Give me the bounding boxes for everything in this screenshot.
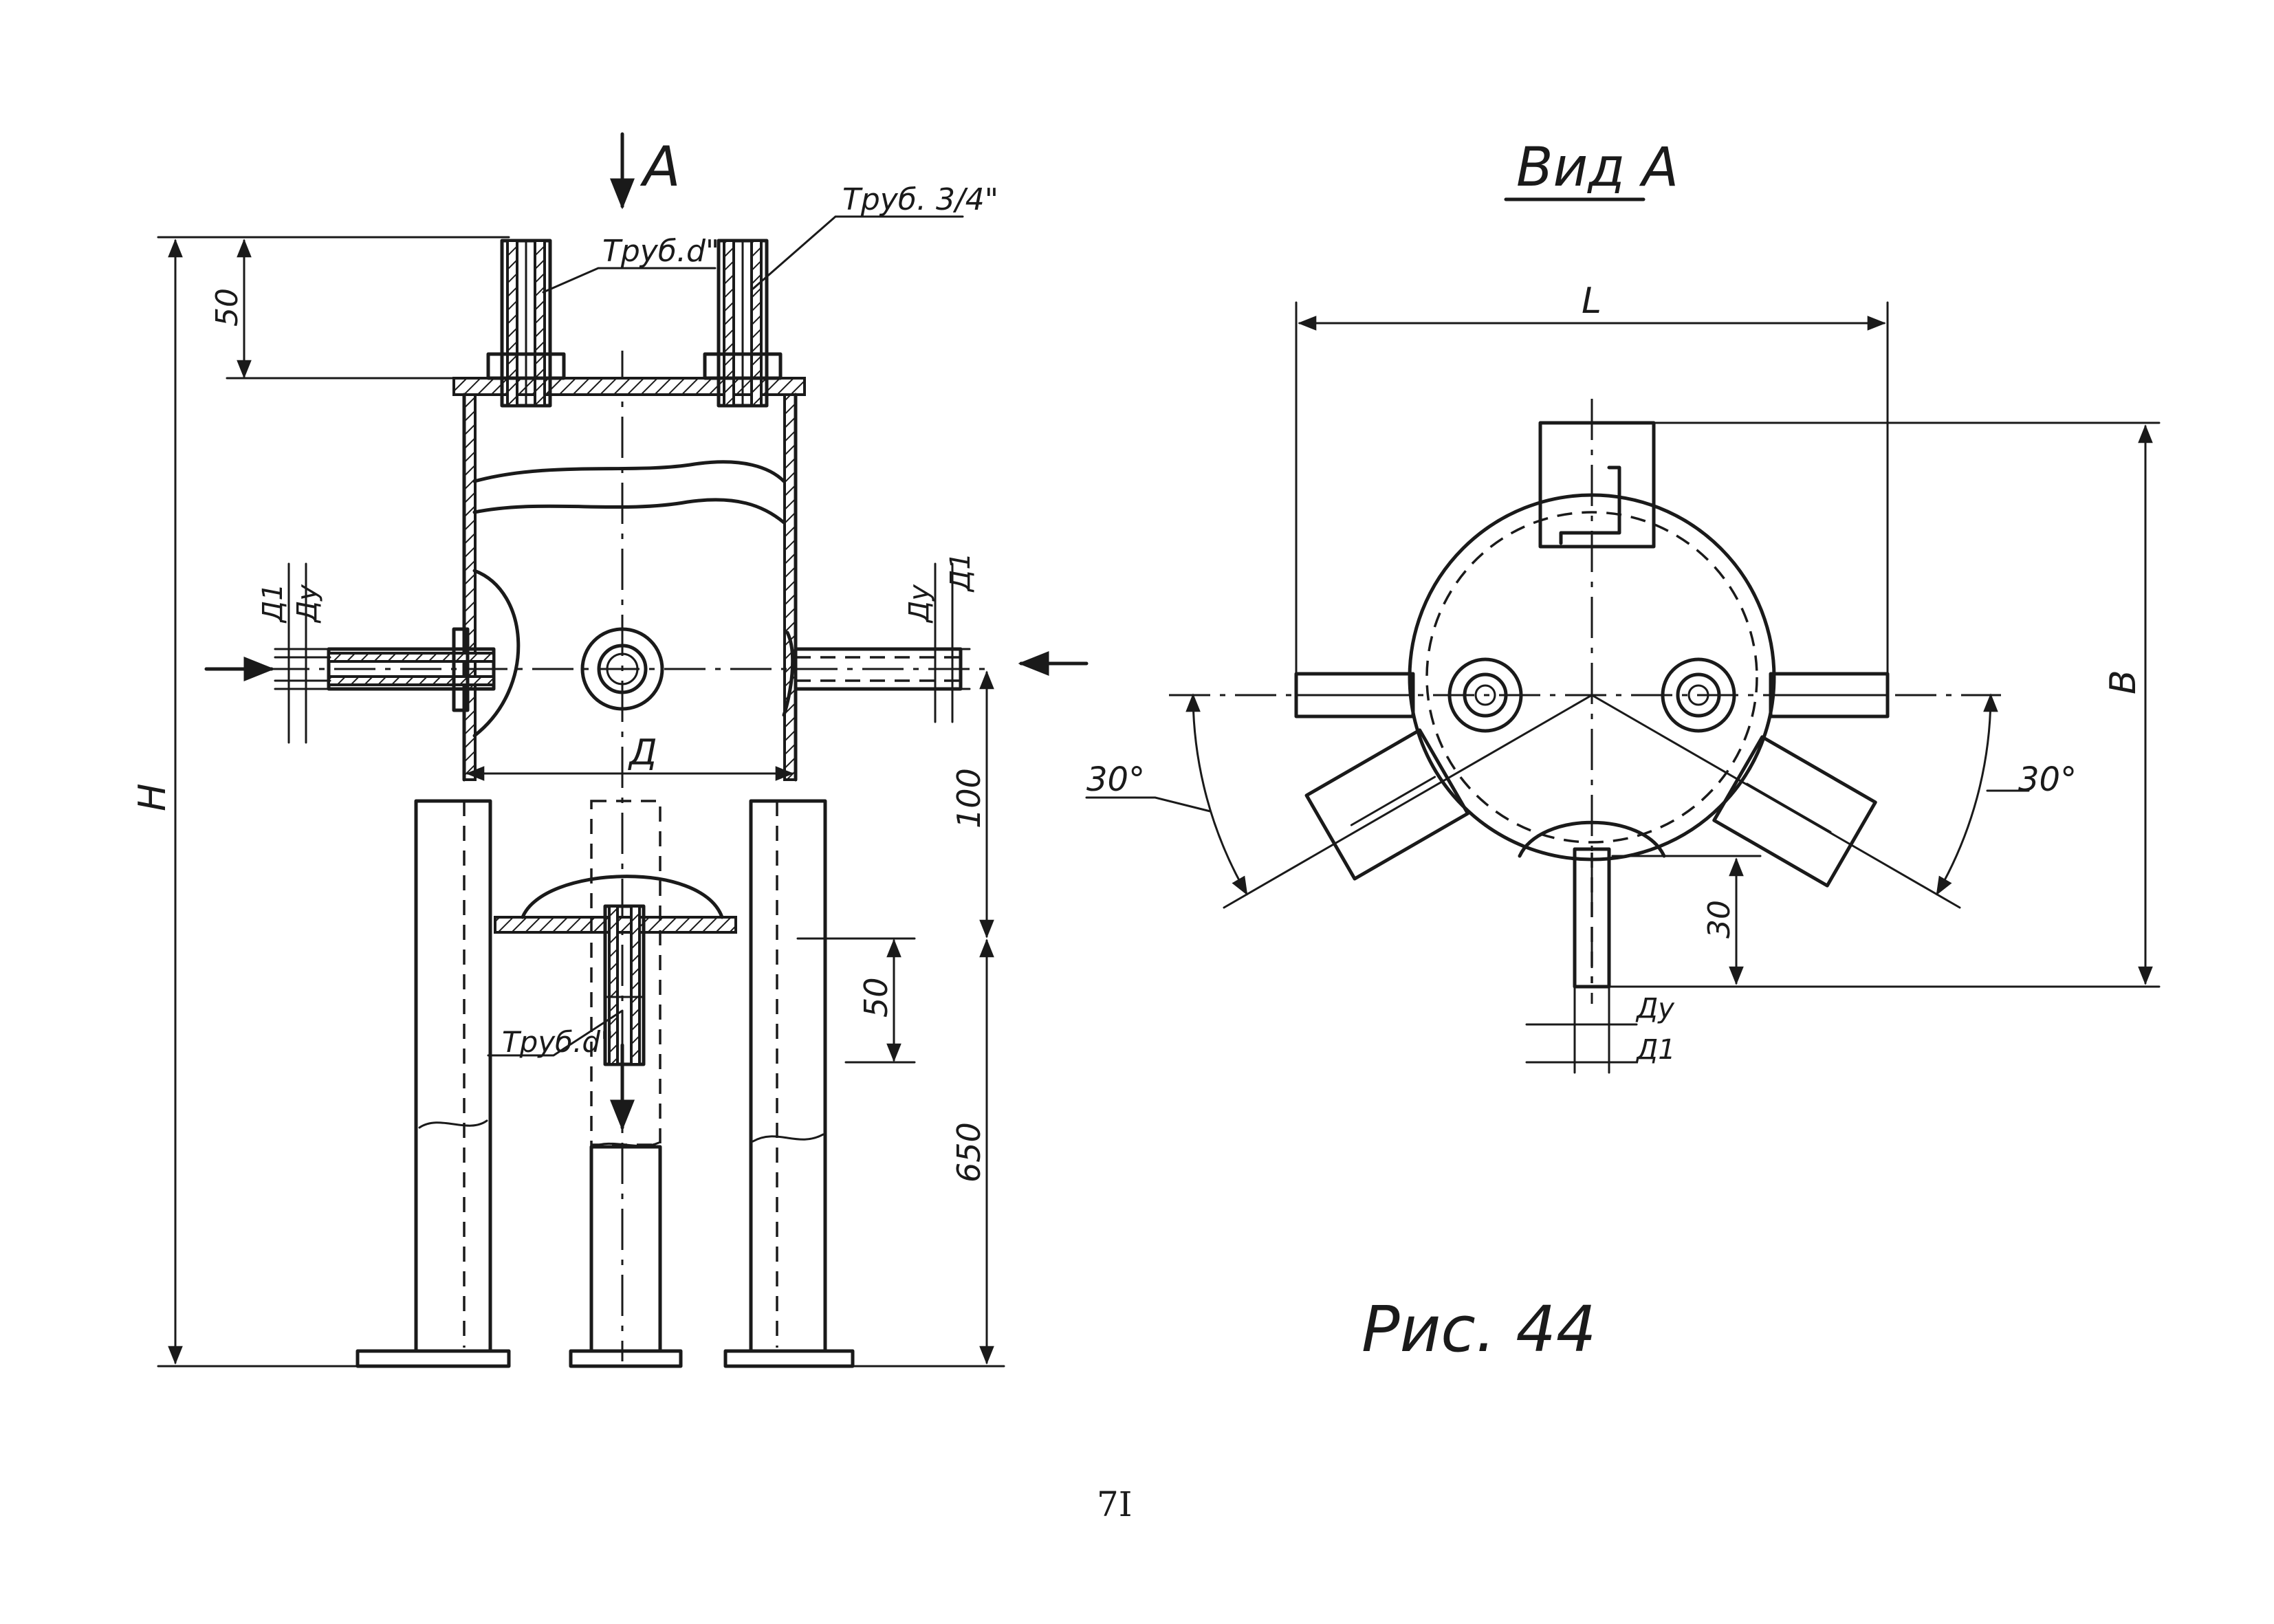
label-pipe-d-bottom: Труб.d" — [502, 1025, 613, 1059]
dim-50-top-label: 50 — [210, 288, 245, 327]
axis-30-right — [1590, 694, 1961, 909]
angle-left-label: 30° — [1086, 760, 1145, 799]
leg-middle — [569, 800, 683, 1368]
dim-650-label: 650 — [950, 1122, 987, 1183]
vessel-inner-circle — [1425, 511, 1758, 844]
top-duct — [1538, 421, 1656, 549]
view-a-title: Вид А — [1516, 137, 1679, 199]
dim-30-label: 30 — [1702, 900, 1737, 939]
dim-L-label: L — [1582, 281, 1601, 322]
view-a: Вид А L — [1085, 137, 2161, 1074]
dim-Dy-bottom-label: Ду — [1635, 993, 1675, 1024]
bottom-plate-bulge — [521, 875, 724, 919]
pipe-boss-right — [1661, 657, 1736, 733]
front-view: А Труб.d" Труб. 3/4" Труб.d" H 50 Д 100 … — [131, 132, 1089, 1368]
angle-arc-right — [1936, 693, 1998, 896]
dim-Dy-right-label: Ду — [904, 584, 935, 624]
label-pipe-3-4: Труб. 3/4" — [842, 182, 998, 217]
axis-30-left — [1223, 694, 1593, 909]
bottom-pipe — [603, 904, 646, 1066]
leg-left — [356, 799, 511, 1368]
dim-H-label: H — [131, 783, 174, 811]
dim-D-label: Д — [628, 732, 657, 773]
dim-Dy-left-label: Ду — [292, 584, 323, 624]
dim-B-label: B — [2103, 670, 2144, 694]
top-pipe-right — [703, 239, 783, 408]
dim-D1-bottom-label: Д1 — [1635, 1034, 1676, 1066]
leg-right — [723, 799, 855, 1368]
central-boss — [580, 627, 664, 711]
angled-nozzle-left — [1304, 728, 1470, 881]
label-pipe-d-top: Труб.d" — [602, 234, 719, 269]
vessel-shell — [462, 393, 798, 782]
dim-50-mid-label: 50 — [857, 977, 895, 1018]
leader-pipe-3-4 — [752, 215, 964, 290]
leader-pipe-d-top — [542, 267, 717, 294]
angle-right-label: 30° — [2018, 760, 2077, 799]
leader-pipe-d-bottom — [487, 1009, 624, 1057]
view-arrow-label: А — [639, 135, 681, 199]
view-a-bottom-pipe — [1573, 847, 1611, 989]
angle-arc-left — [1185, 693, 1248, 896]
pipe-boss-left — [1447, 657, 1523, 733]
dim-D1-right-label: Д1 — [945, 552, 976, 593]
page-number: 7I — [1097, 1484, 1133, 1524]
dim-D1-left-label: Д1 — [257, 583, 289, 624]
figure-caption: Рис. 44 — [1362, 1293, 1596, 1366]
top-pipe-left — [486, 239, 566, 408]
dim-100-label: 100 — [950, 768, 987, 829]
